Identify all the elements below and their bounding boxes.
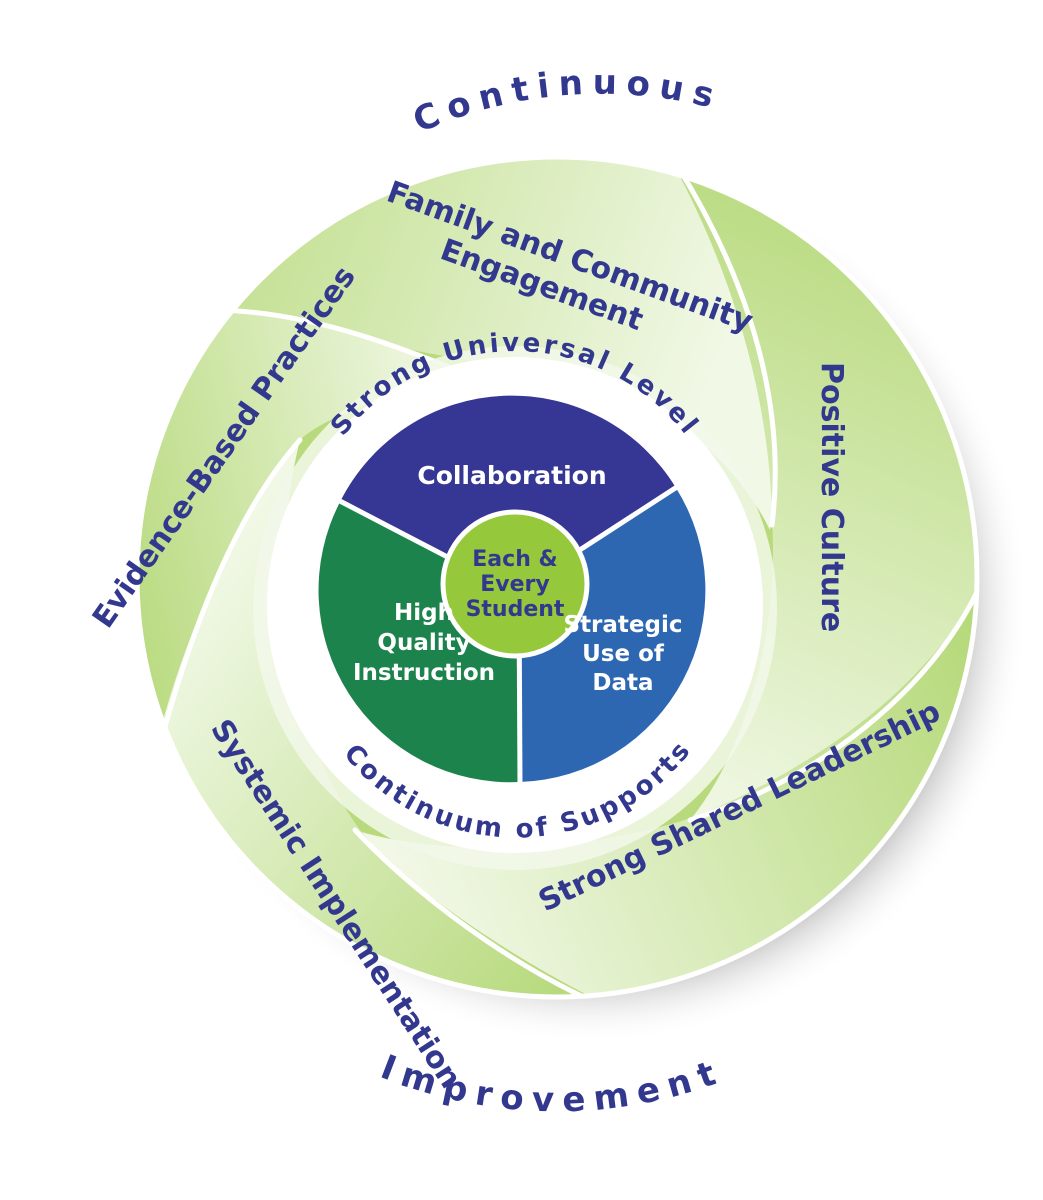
hub-line-3: Student bbox=[466, 597, 565, 622]
seam-2 bbox=[687, 587, 975, 823]
hub-line-1: Each & bbox=[472, 547, 557, 572]
data-line-2: Use of bbox=[582, 641, 665, 667]
instruction-line-2: Quality bbox=[377, 630, 470, 656]
petal-evidence-based-practices bbox=[139, 309, 470, 835]
positive-culture-label: Positive Culture bbox=[814, 362, 849, 632]
hub-circle bbox=[440, 509, 590, 659]
continuous-text: Continuous bbox=[408, 63, 718, 142]
collaboration-label: Collaboration bbox=[417, 461, 606, 490]
instruction-line-1: High bbox=[394, 600, 454, 626]
outer-rim bbox=[134, 154, 980, 1000]
instruction-line-3: Instruction bbox=[353, 660, 495, 686]
hub-line-2: Every bbox=[480, 572, 549, 597]
strategic-use-of-data-label: Strategic Use of Data bbox=[564, 612, 683, 696]
hub-label: Each & Every Student bbox=[466, 547, 565, 622]
seam-3 bbox=[352, 827, 658, 995]
data-line-1: Strategic bbox=[564, 612, 683, 638]
high-quality-instruction-label: High Quality Instruction bbox=[353, 600, 495, 686]
data-line-3: Data bbox=[592, 670, 653, 696]
continuous-label: Continuous bbox=[408, 63, 727, 142]
petal-positive-culture bbox=[655, 159, 975, 820]
